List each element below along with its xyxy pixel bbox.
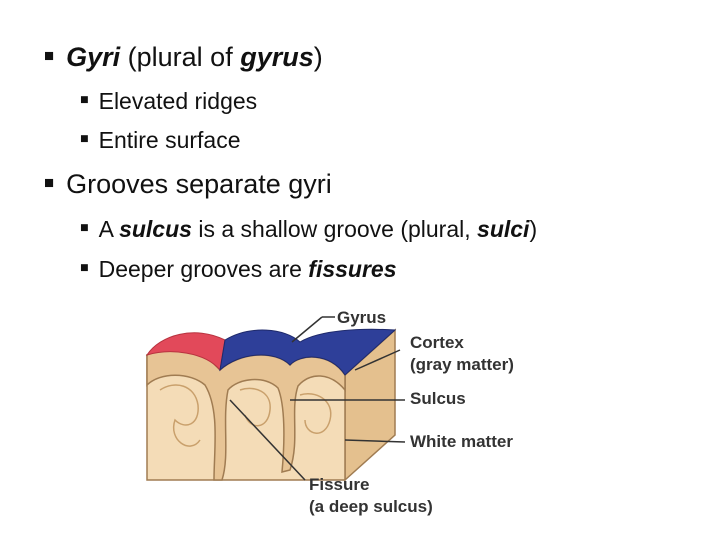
term-fissures: fissures bbox=[308, 256, 397, 282]
sub-bullet-sulcus: ■ A sulcus is a shallow groove (plural, s… bbox=[80, 216, 537, 243]
text: A bbox=[98, 216, 120, 242]
text: (plural of bbox=[120, 42, 241, 72]
text: Entire surface bbox=[98, 127, 241, 153]
text: Elevated ridges bbox=[98, 88, 258, 114]
bullet-marker: ■ bbox=[80, 91, 89, 108]
label-sulcus: Sulcus bbox=[410, 389, 466, 408]
sub-bullet-surface: ■ Entire surface bbox=[80, 127, 241, 154]
leader-line bbox=[229, 399, 306, 481]
label-deep-sulcus: (a deep sulcus) bbox=[309, 497, 433, 516]
label-gyrus: Gyrus bbox=[337, 308, 386, 327]
fold-line bbox=[299, 393, 332, 434]
text: ) bbox=[313, 42, 323, 72]
fold-line bbox=[159, 384, 201, 447]
label-gray-matter: (gray matter) bbox=[410, 355, 514, 374]
term-sulcus: sulcus bbox=[119, 216, 192, 242]
brain-cortex-diagram: Gyrus Cortex (gray matter) Sulcus White … bbox=[145, 308, 514, 516]
bullet-gyri: ■ Gyri (plural of gyrus) bbox=[44, 42, 323, 73]
text: Deeper grooves are bbox=[98, 256, 309, 282]
bullet-marker: ■ bbox=[44, 45, 55, 65]
leader-line bbox=[344, 439, 406, 443]
bullet-marker: ■ bbox=[44, 172, 55, 192]
label-fissure: Fissure bbox=[309, 475, 369, 494]
bullet-marker: ■ bbox=[80, 259, 89, 276]
label-white-matter: White matter bbox=[410, 432, 513, 451]
leader-line bbox=[291, 316, 323, 343]
bullet-marker: ■ bbox=[80, 219, 89, 236]
term-gyri: Gyri bbox=[66, 42, 121, 72]
text: is a shallow groove (plural, bbox=[191, 216, 478, 242]
term-sulci: sulci bbox=[477, 216, 530, 242]
text: ) bbox=[529, 216, 538, 242]
term-gyrus: gyrus bbox=[240, 42, 314, 72]
text: Grooves separate gyri bbox=[66, 169, 332, 199]
sub-bullet-fissures: ■ Deeper grooves are fissures bbox=[80, 256, 397, 283]
label-cortex: Cortex bbox=[410, 333, 464, 352]
gyrus-blue-surface bbox=[219, 328, 397, 376]
sub-bullet-elevated: ■ Elevated ridges bbox=[80, 88, 257, 115]
bullet-grooves: ■ Grooves separate gyri bbox=[44, 169, 332, 200]
leader-line bbox=[354, 349, 401, 371]
bullet-marker: ■ bbox=[80, 130, 89, 147]
